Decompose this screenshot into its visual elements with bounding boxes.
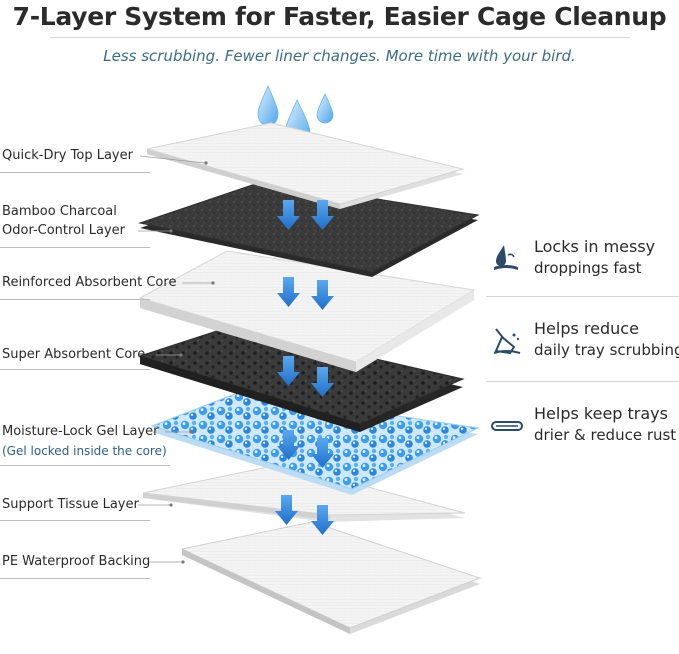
benefit-line2: drier & reduce rust: [534, 426, 677, 444]
label-bamboo-charcoal-2: Odor-Control Layer: [2, 223, 126, 238]
arrow-down-icon: [277, 277, 300, 307]
benefit-line2: daily tray scrubbing: [534, 341, 679, 359]
benefit-divider: [486, 381, 679, 382]
label-bamboo-charcoal-1: Bamboo Charcoal: [2, 204, 117, 219]
arrow-down-icon: [277, 356, 300, 386]
label-gel-layer: Moisture-Lock Gel Layer: [2, 424, 159, 439]
label-divider: [0, 578, 150, 579]
layer-bamboo-charcoal: [138, 180, 480, 277]
arrow-down-icon: [275, 495, 298, 525]
arrow-down-icon: [311, 200, 334, 230]
label-super-absorbent-core: Super Absorbent Core: [2, 347, 146, 362]
label-divider: [0, 172, 150, 173]
arrow-down-icon: [311, 505, 334, 535]
layer-gel: [150, 391, 480, 495]
layer-super-absorbent-core: [138, 325, 465, 432]
arrow-down-icon: [311, 280, 334, 310]
downward-arrows: [275, 200, 334, 535]
layer-support-tissue: [142, 463, 466, 522]
tray-icon: [491, 421, 523, 431]
benefit-divider: [486, 296, 679, 297]
label-divider: [0, 465, 170, 466]
label-quick-dry-top: Quick-Dry Top Layer: [2, 148, 133, 163]
label-divider: [0, 369, 150, 370]
label-support-tissue: Support Tissue Layer: [2, 497, 139, 512]
label-gel-note: (Gel locked inside the core): [2, 444, 167, 458]
leader-dots: [169, 161, 215, 564]
label-divider: [0, 247, 150, 248]
benefit-line1: Helps reduce: [534, 319, 639, 338]
page-title: 7-Layer System for Faster, Easier Cage C…: [12, 2, 667, 31]
title-divider: [50, 37, 630, 38]
layer-quick-dry-top: [146, 122, 465, 209]
leader-lines: [138, 155, 212, 563]
arrow-down-icon: [277, 430, 300, 460]
droplet-lock-icon: [494, 245, 518, 270]
scrub-spray-icon: [493, 328, 521, 355]
layer-reinforced-core: [138, 250, 476, 372]
benefit-line1: Helps keep trays: [534, 404, 668, 423]
benefit-line2: droppings fast: [534, 259, 642, 277]
arrow-down-icon: [311, 438, 334, 468]
label-divider: [0, 299, 150, 300]
layer-pe-backing: [180, 521, 482, 634]
benefit-line1: Locks in messy: [534, 237, 656, 256]
label-divider: [0, 520, 150, 521]
water-drop-icon: [257, 84, 279, 127]
label-reinforced-core: Reinforced Absorbent Core: [2, 275, 177, 290]
water-drop-icon: [316, 93, 334, 124]
arrow-down-icon: [277, 200, 300, 230]
label-pe-backing: PE Waterproof Backing: [2, 554, 151, 569]
page-subtitle: Less scrubbing. Fewer liner changes. Mor…: [103, 47, 576, 65]
arrow-down-icon: [311, 367, 334, 397]
